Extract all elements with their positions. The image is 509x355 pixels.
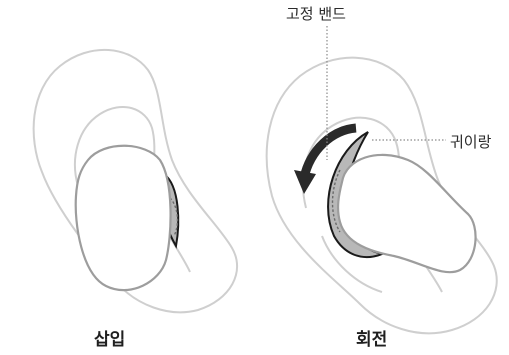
insert-caption: 삽입 [94,325,125,350]
left-earbud-body [76,146,171,290]
left-earbud [76,146,179,290]
rotate-caption: 회전 [356,325,387,350]
retaining-band-label: 고정 밴드 [286,3,346,24]
rotation-arrow-head [294,170,316,194]
right-earbud [294,128,476,272]
earlobe-label: 귀이랑 [450,131,491,152]
